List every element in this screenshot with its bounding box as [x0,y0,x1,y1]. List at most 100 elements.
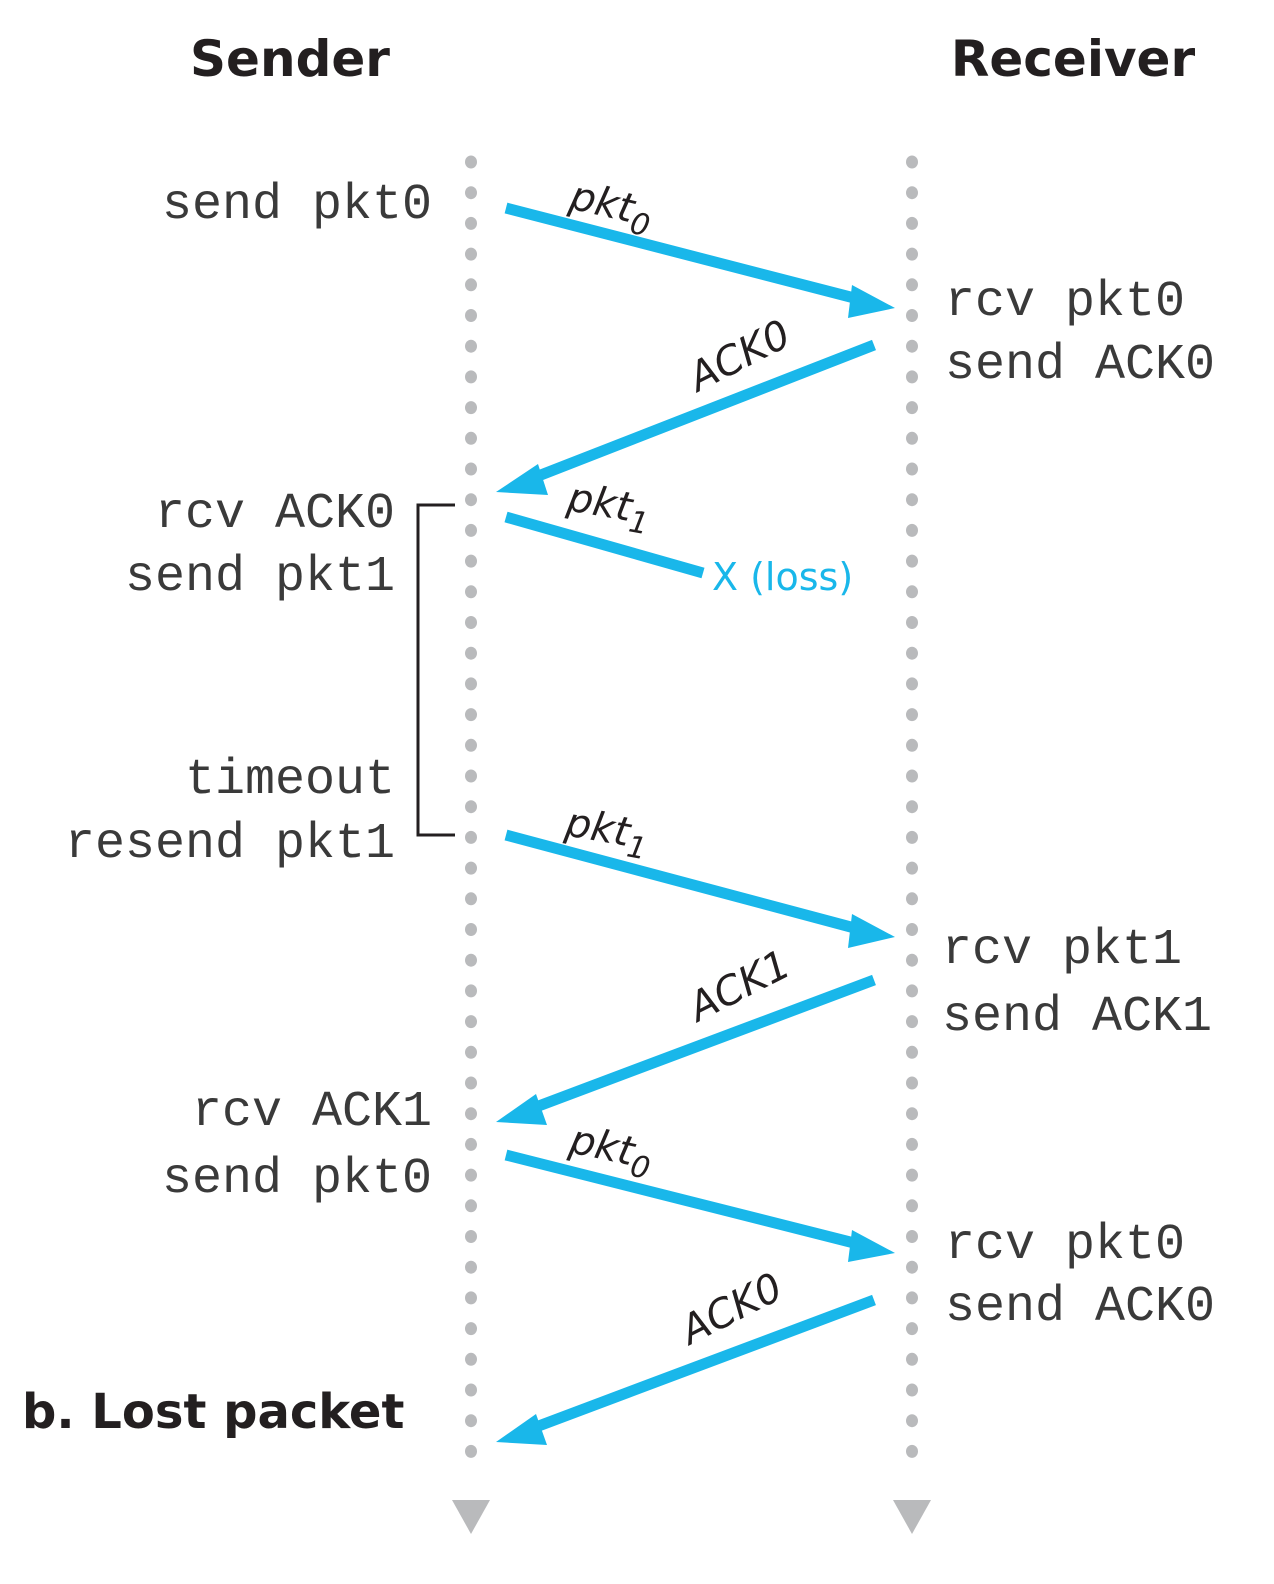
arrow-shaft [526,339,876,486]
timeline-dot [465,1045,477,1059]
timeline-dot [465,646,477,660]
sender-event: rcv ACK1 send pkt0 [162,1084,432,1208]
timeline-dot [465,1107,477,1121]
receiver-event-line: send ACK1 [942,989,1212,1046]
sender-header: Sender [190,30,390,88]
timeline-dot [906,554,918,568]
arrow-shaft [504,202,864,306]
timeline-dot [465,1414,477,1428]
timeline-dot [906,1352,918,1366]
message-label: ACK0 [679,311,798,402]
timeline-dot [465,861,477,875]
timeline-dot [906,1230,918,1243]
timeline-dot [465,216,477,230]
timeline-dot [465,1383,477,1397]
timeline-dot [906,1015,918,1029]
timeline-dot [465,1322,477,1336]
timeline-dot [465,554,477,568]
timeline-dot [906,1414,918,1428]
timeline-dot [465,523,477,537]
timeline-dot [465,892,477,906]
timeline-dot [465,830,477,844]
arrow-shaft [504,1149,864,1251]
timeline-dot [465,247,477,261]
sender-event-line: send pkt0 [162,177,432,234]
sender-event: rcv ACK0 send pkt1 [125,486,395,606]
timeline-dot [906,800,918,814]
timeline-dot [906,462,918,476]
timeline-dot [906,708,918,722]
timeline-dot [906,493,918,507]
timeline-dot [906,923,918,936]
message-arrow-pkt1 [504,829,895,948]
timeline-dot [906,1199,918,1213]
timeline-dot [906,401,918,415]
timeline-dot [906,585,918,599]
timeout-bracket [416,503,455,837]
message-arrow-ack1 [496,974,876,1125]
timeline-dot [906,1260,918,1274]
message-label: pkt1 [562,474,654,542]
timeline-dot [906,523,918,537]
timeline-dot [465,431,477,445]
timeline-dot [465,1291,477,1305]
arrow-head-icon [496,1094,547,1125]
timeline-dot [906,1444,918,1458]
arrow-shaft [504,829,864,936]
timeline-dot [906,247,918,261]
timeline-dot [465,1015,477,1029]
receiver-event-line: send ACK0 [945,1279,1215,1336]
sender-event: send pkt0 [162,177,432,234]
arrow-head-icon [496,464,548,495]
receiver-event: rcv pkt0 send ACK0 [945,1217,1215,1336]
message-arrow-pkt0 [504,202,895,318]
receiver-event: rcv pkt0 send ACK0 [945,274,1215,394]
timeline-dot [906,1291,918,1305]
receiver-timeline [906,155,918,1458]
message-arrow-pkt0 [504,1149,895,1262]
timeline-dot [465,953,477,967]
timeline-dot [906,1322,918,1336]
sender-event-line: resend pkt1 [65,816,395,873]
arrow-shaft [504,511,705,579]
timeline-dot [906,1107,918,1121]
receiver-event-line: rcv pkt0 [945,1217,1185,1274]
receiver-event-line: rcv pkt0 [945,274,1185,331]
timeline-dot [906,616,918,629]
timeline-dot [906,370,918,384]
sender-event-line: send pkt0 [162,1151,432,1208]
timeline-dot [906,339,918,353]
timeline-dot [465,800,477,814]
sender-event-line: rcv ACK1 [192,1084,432,1141]
message-arrow-ack0 [496,339,876,495]
receiver-time-arrow-icon [893,1500,931,1534]
timeline-dot [465,984,477,998]
timeline-dot [465,1168,477,1182]
timeline-dot [465,1444,477,1458]
arrow-head-icon [848,914,895,948]
timeline-dot [465,339,477,353]
timeline-dot [906,769,918,783]
timeline-dot [465,738,477,752]
timeline-dot [906,892,918,906]
timeline-dot [906,1168,918,1182]
timeline-dot [465,186,477,200]
timeline-dot [465,1199,477,1213]
sender-event-line: timeout [185,752,395,809]
timeline-dot [906,738,918,752]
sender-event-line: rcv ACK0 [155,486,395,543]
timeline-dot [906,1045,918,1059]
timeline-dot [906,278,918,292]
receiver-event-line: rcv pkt1 [942,922,1182,979]
timeline-dot [465,278,477,292]
timeline-dot [906,953,918,967]
timeline-dot [465,708,477,722]
timeline-dot [465,923,477,936]
timeline-dot [465,1260,477,1274]
timeline-dot [465,1352,477,1366]
timeline-dot [465,1230,477,1243]
figure-caption: b. Lost packet [22,1384,404,1440]
timeline-dot [465,493,477,507]
timeline-dot [906,186,918,200]
